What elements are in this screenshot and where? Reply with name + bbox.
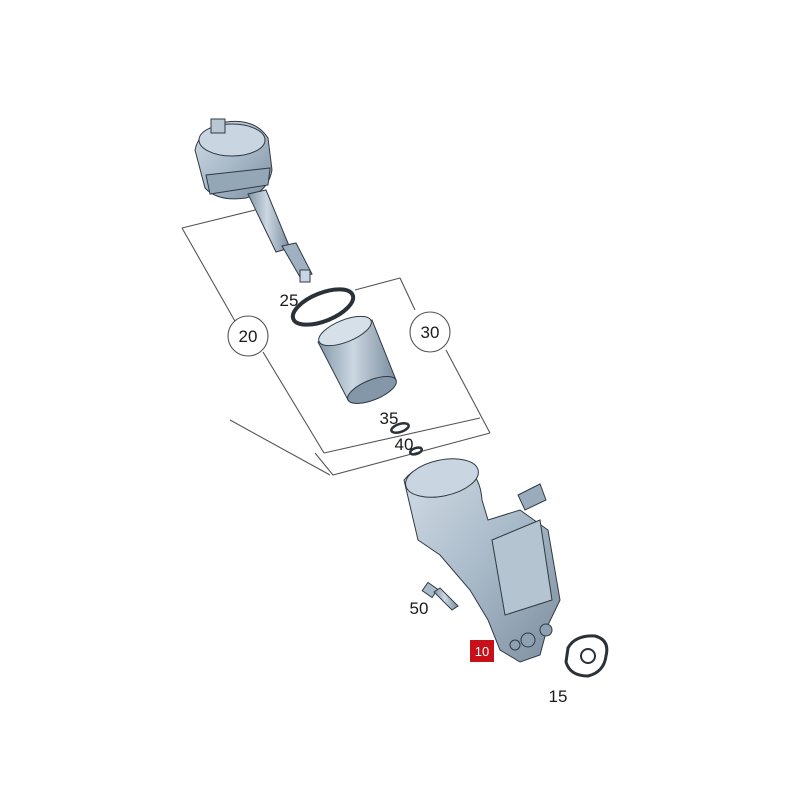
label-10-callout[interactable]: 10 <box>470 640 494 662</box>
label-10: 10 <box>475 644 489 659</box>
filter-housing-part <box>403 458 561 663</box>
highlight-badge <box>470 640 494 662</box>
label-30: 30 <box>421 323 440 342</box>
label-20: 20 <box>239 327 258 346</box>
gasket-part <box>564 634 609 678</box>
label-40[interactable]: 40 <box>395 435 414 454</box>
bolt-part <box>421 581 459 611</box>
filter-element-part <box>317 315 397 404</box>
label-15[interactable]: 15 <box>549 687 568 706</box>
filter-cap-part <box>194 118 313 283</box>
label-35[interactable]: 35 <box>380 409 399 428</box>
o-ring-part <box>290 287 356 327</box>
label-20-callout[interactable]: 20 <box>227 315 269 357</box>
seal-ring-35-part <box>390 422 410 434</box>
label-30-callout[interactable]: 30 <box>409 311 451 353</box>
seal-ring-40-part <box>408 446 424 456</box>
label-25[interactable]: 25 <box>280 291 299 310</box>
label-50[interactable]: 50 <box>410 599 429 618</box>
group-frame-lines <box>181 209 491 476</box>
